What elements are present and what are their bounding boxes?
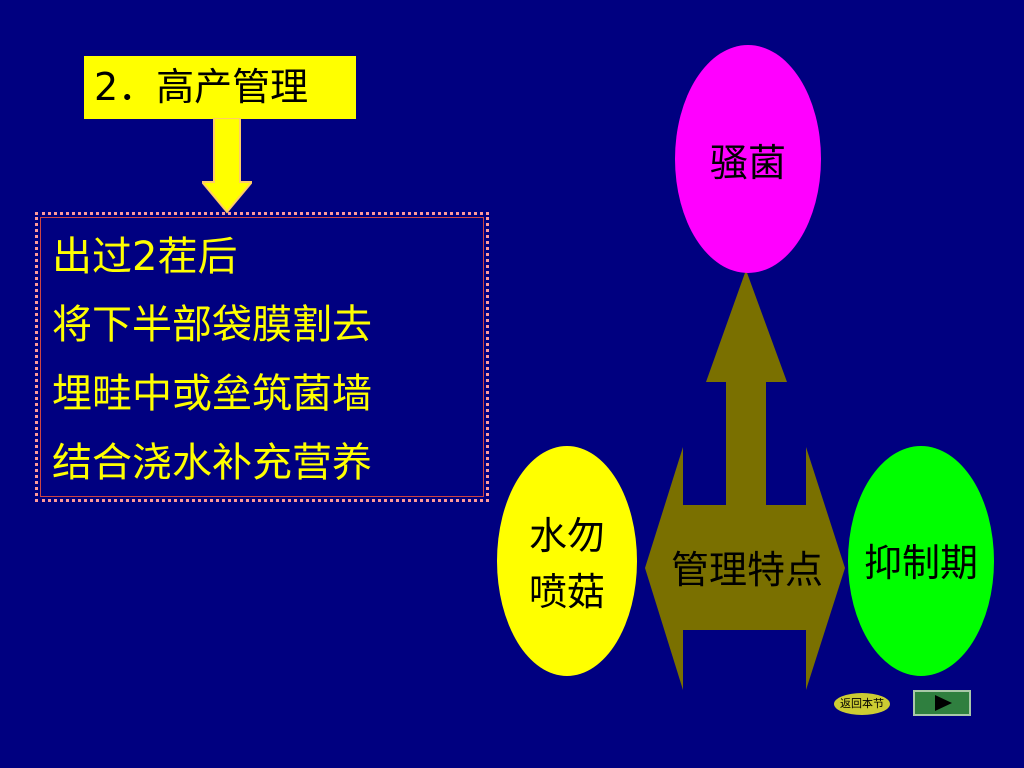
description-line: 埋畦中或垒筑菌墙 bbox=[52, 371, 372, 417]
back-to-section-button[interactable]: 返回本节 bbox=[834, 693, 890, 715]
description-line: 将下半部袋膜割去 bbox=[52, 302, 372, 348]
play-triangle-icon bbox=[935, 695, 952, 711]
right-node-label: 抑制期 bbox=[863, 541, 978, 585]
description-line: 出过2茬后 bbox=[52, 234, 238, 280]
left-node-label-line1: 水勿 bbox=[528, 514, 605, 558]
down-arrow-icon bbox=[202, 118, 252, 214]
next-button[interactable] bbox=[913, 690, 971, 716]
left-node-oval bbox=[497, 446, 637, 676]
back-to-section-label: 返回本节 bbox=[840, 697, 884, 710]
description-line: 结合浇水补充营养 bbox=[52, 440, 372, 486]
page-title: 2．高产管理 bbox=[94, 65, 309, 109]
left-node-label-line2: 喷菇 bbox=[528, 570, 605, 614]
right-node-oval bbox=[848, 446, 994, 676]
page-title-box: 2．高产管理 bbox=[84, 56, 356, 119]
top-node-oval bbox=[675, 45, 821, 273]
description-box: 出过2茬后 将下半部袋膜割去 埋畦中或垒筑菌墙 结合浇水补充营养 bbox=[35, 212, 489, 502]
top-node-label: 骚菌 bbox=[709, 141, 786, 185]
center-label: 管理特点 bbox=[670, 548, 823, 592]
three-way-arrow-shape bbox=[645, 270, 845, 690]
